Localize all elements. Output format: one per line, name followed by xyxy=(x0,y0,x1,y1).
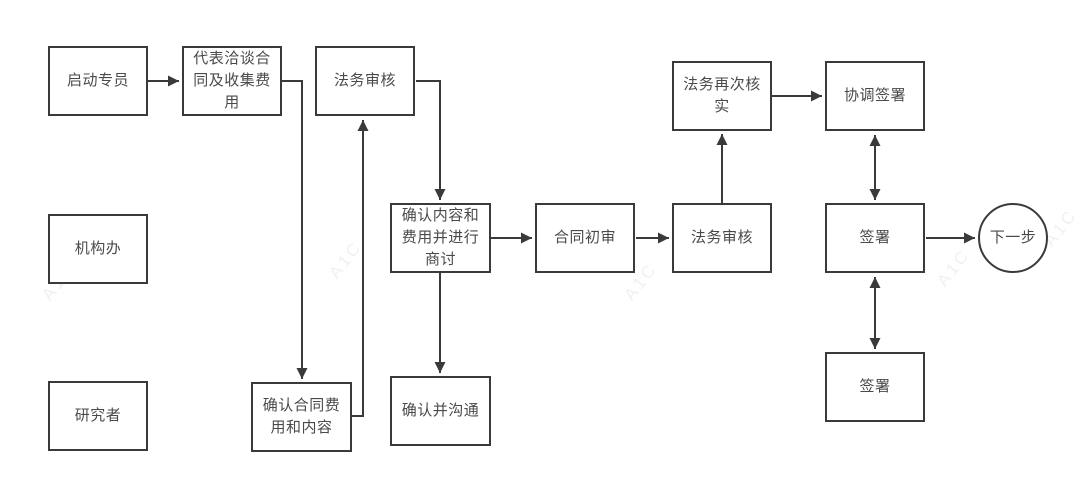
edge-fawushenhe-top-to-querenneirongfeiyong xyxy=(416,80,446,200)
node-qianshu-bottom: 签署 xyxy=(825,352,925,422)
node-xietiao-qianshu: 协调签署 xyxy=(825,61,925,131)
node-fawu-shenhe-mid: 法务审核 xyxy=(672,203,772,273)
edge-querenhetongfeiyong-to-fawushenhe-top xyxy=(352,120,369,417)
node-qianshu-mid: 签署 xyxy=(825,203,925,273)
node-daibiao-qiatan: 代表洽谈合同及收集费用 xyxy=(182,46,282,116)
node-qidong-zhuanyuan: 启动专员 xyxy=(48,46,148,116)
node-queren-hetong-feiyong: 确认合同费用和内容 xyxy=(251,382,352,452)
node-jigou-ban: 机构办 xyxy=(48,214,148,284)
node-yanjiuzhe: 研究者 xyxy=(48,381,148,451)
node-next-step-terminal: 下一步 xyxy=(978,203,1048,273)
node-queren-bing-goutong: 确认并沟通 xyxy=(390,376,491,446)
node-queren-neirong-feiyong: 确认内容和费用并进行商讨 xyxy=(390,203,491,273)
edge-daibiaoqiatan-to-querenhetongfeiyong xyxy=(282,80,308,379)
node-fawu-zaici-heshi: 法务再次核实 xyxy=(672,61,772,131)
node-hetong-chushen: 合同初审 xyxy=(535,203,635,273)
node-fawu-shenhe-top: 法务审核 xyxy=(315,46,415,116)
